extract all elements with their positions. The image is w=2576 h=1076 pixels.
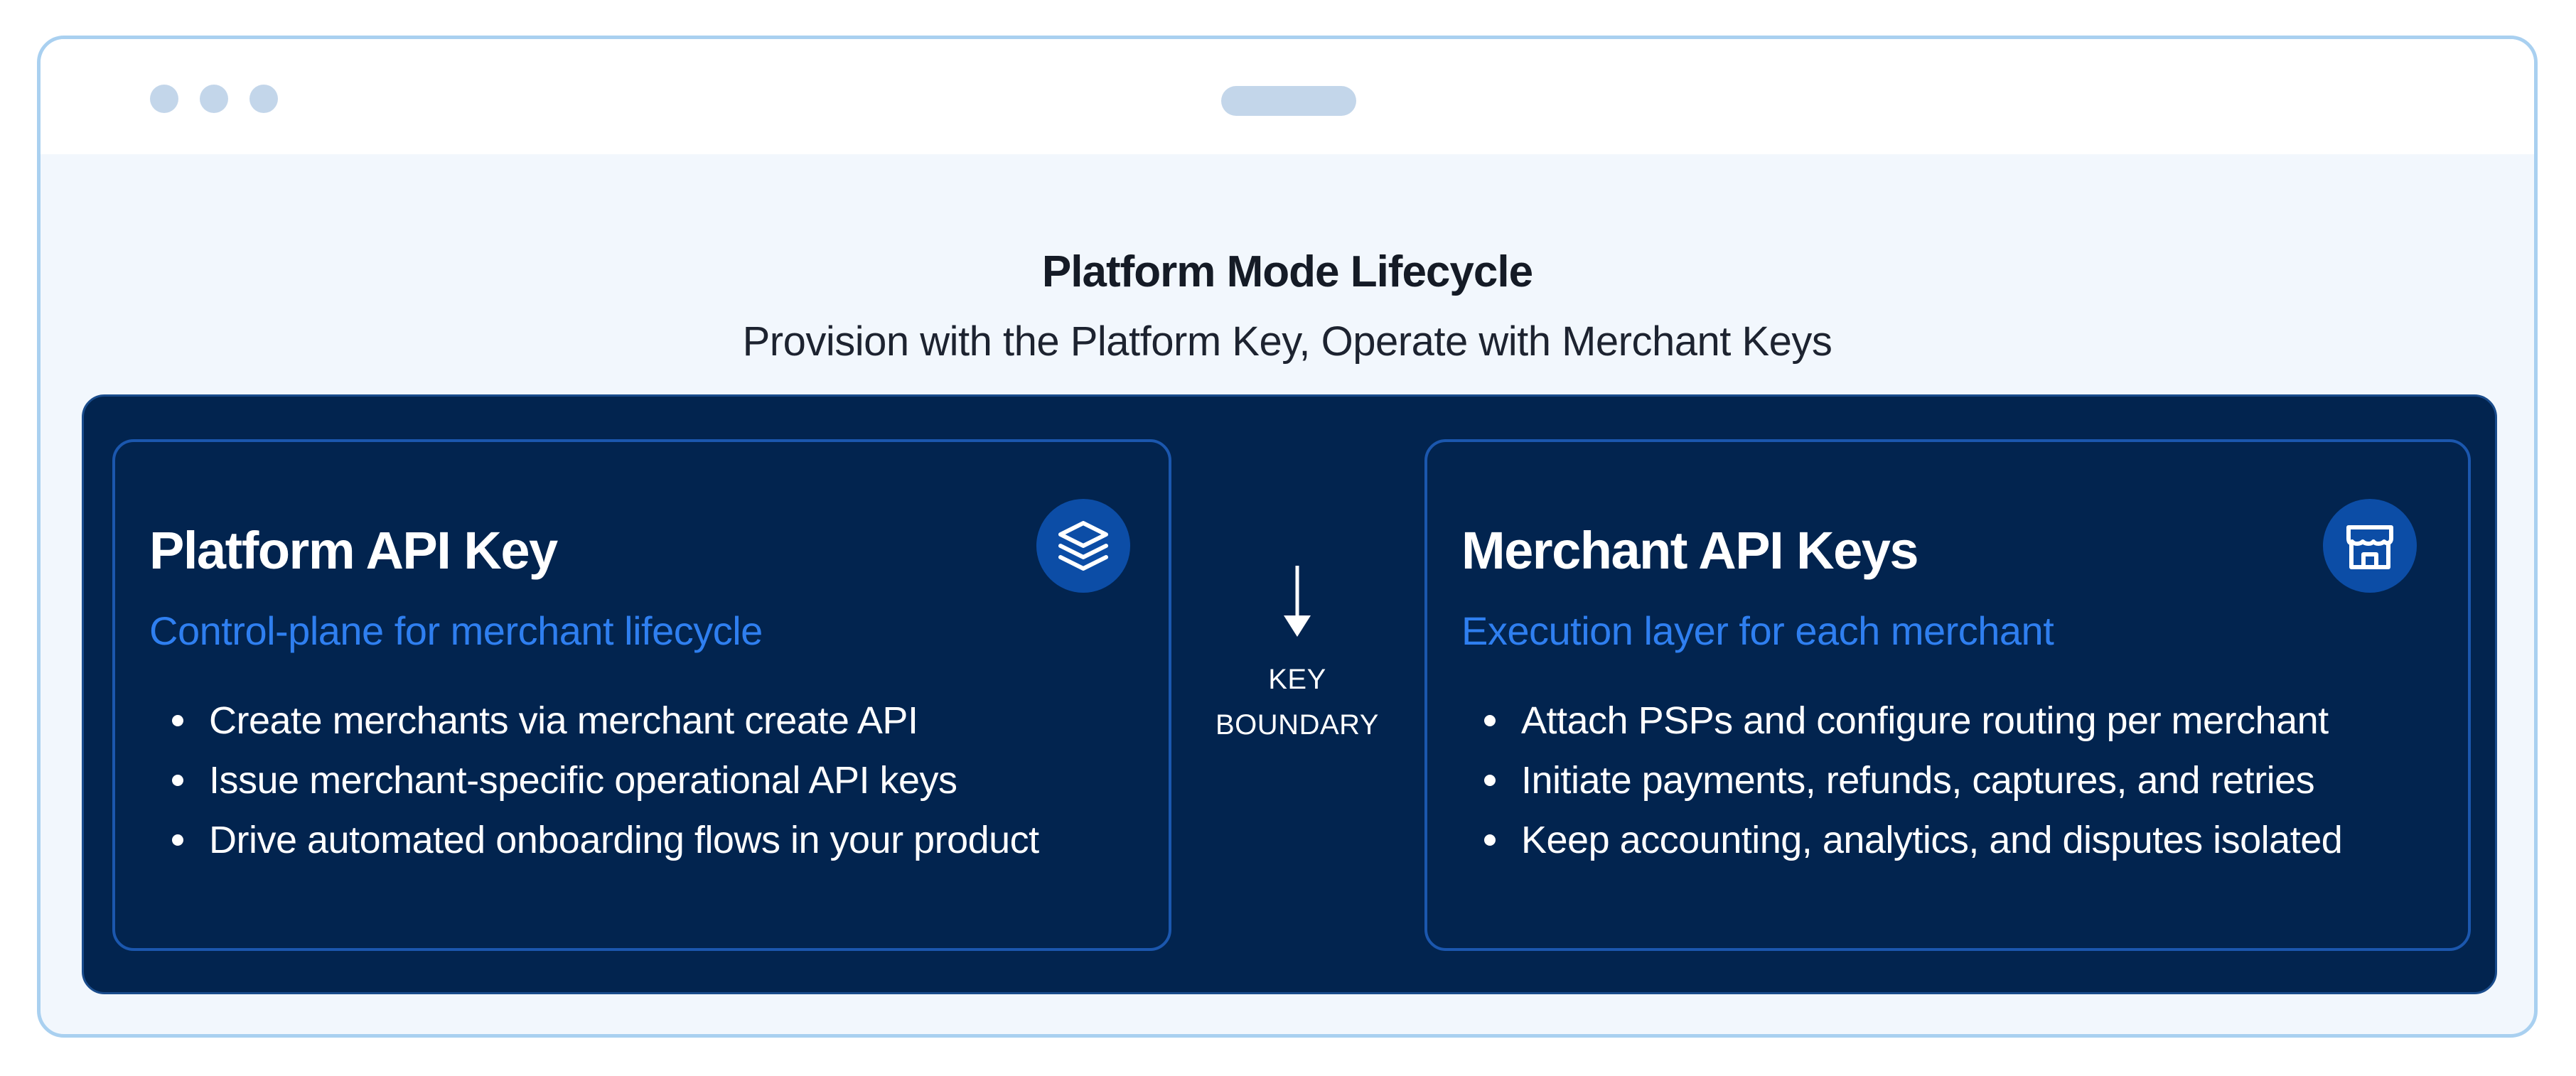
storefront-icon: [2323, 499, 2417, 593]
bullet-icon: [172, 775, 183, 786]
window-dot-close[interactable]: [150, 85, 178, 113]
merchant-api-keys-card: Merchant API Keys Execution layer for ea…: [1424, 439, 2471, 951]
card-subtitle: Execution layer for each merchant: [1461, 608, 2054, 653]
bullet-icon: [1484, 834, 1496, 846]
list-item: Keep accounting, analytics, and disputes…: [1461, 810, 2343, 870]
arrow-down-icon: [1284, 566, 1311, 637]
list-item-text: Create merchants via merchant create API: [209, 699, 918, 742]
card-title: Platform API Key: [149, 521, 558, 580]
lifecycle-panel: Platform API Key Control-plane for merch…: [82, 394, 2497, 994]
page-subtitle: Provision with the Platform Key, Operate…: [742, 318, 1832, 365]
key-boundary: KEY BOUNDARY: [1201, 564, 1393, 749]
bullet-icon: [172, 715, 183, 726]
list-item-text: Issue merchant-specific operational API …: [209, 759, 957, 802]
card-subtitle: Control-plane for merchant lifecycle: [149, 608, 763, 653]
card-feature-list: Attach PSPs and configure routing per me…: [1461, 691, 2343, 870]
list-item: Create merchants via merchant create API: [149, 691, 1039, 750]
list-item: Initiate payments, refunds, captures, an…: [1461, 750, 2342, 810]
window-titlebar: [41, 39, 2534, 154]
browser-window: Platform Mode Lifecycle Provision with t…: [37, 36, 2538, 1038]
list-item: Drive automated onboarding flows in your…: [149, 810, 1039, 870]
list-item: Attach PSPs and configure routing per me…: [1461, 691, 2342, 750]
card-title: Merchant API Keys: [1461, 521, 1919, 580]
list-item-text: Initiate payments, refunds, captures, an…: [1521, 759, 2315, 802]
window-dot-minimize[interactable]: [200, 85, 228, 113]
card-feature-list: Create merchants via merchant create API…: [149, 691, 1039, 870]
key-boundary-label: KEY BOUNDARY: [1201, 657, 1393, 748]
list-item: Issue merchant-specific operational API …: [149, 750, 1039, 810]
platform-api-key-card: Platform API Key Control-plane for merch…: [112, 439, 1171, 951]
window-dot-maximize[interactable]: [249, 85, 278, 113]
bullet-icon: [1484, 715, 1496, 726]
key-boundary-line1: KEY: [1268, 664, 1326, 695]
list-item-text: Attach PSPs and configure routing per me…: [1521, 699, 2329, 742]
address-bar-placeholder: [1221, 86, 1356, 116]
page-title: Platform Mode Lifecycle: [1041, 247, 1533, 296]
list-item-text: Drive automated onboarding flows in your…: [209, 819, 1039, 861]
list-item-text: Keep accounting, analytics, and disputes…: [1521, 819, 2343, 861]
key-boundary-line2: BOUNDARY: [1215, 709, 1379, 741]
bullet-icon: [1484, 775, 1496, 786]
layers-icon: [1036, 499, 1130, 593]
bullet-icon: [172, 834, 183, 846]
